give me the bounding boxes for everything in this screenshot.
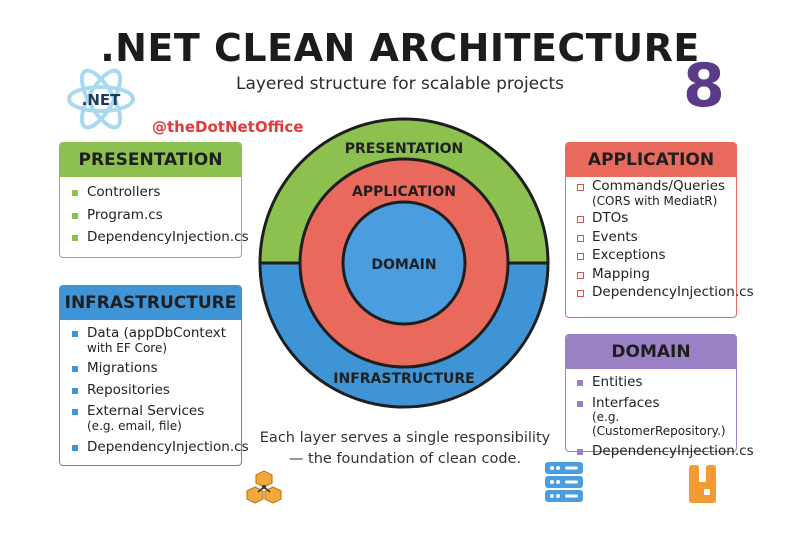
rabbitmq-icon bbox=[689, 465, 716, 503]
domain-list: Entities Interfaces(e.g.(CustomerReposit… bbox=[566, 369, 754, 460]
bullet-icon bbox=[72, 235, 78, 242]
bullet-icon bbox=[72, 444, 78, 451]
list-item: External Services(e.g. email, file) bbox=[72, 404, 241, 433]
server-stack-icon bbox=[545, 462, 583, 502]
list-item: Mapping bbox=[577, 266, 736, 283]
author-handle: @theDotNetOffice bbox=[152, 118, 304, 136]
list-item: Interfaces(e.g.(CustomerRepository.) bbox=[577, 395, 736, 439]
bullet-icon bbox=[72, 366, 78, 373]
application-card: APPLICATION Commands/Queries(CORS with M… bbox=[565, 142, 754, 318]
list-item: Program.cs bbox=[72, 207, 241, 224]
list-item: DependencyInjection.cs bbox=[577, 443, 754, 460]
list-item: Commands/Queries(CORS with MediatR) bbox=[577, 178, 736, 208]
list-item: DependencyInjection.cs bbox=[577, 285, 754, 301]
list-item: Controllers bbox=[72, 184, 241, 201]
list-item: Exceptions bbox=[577, 248, 736, 264]
checkbox-bullet-icon bbox=[577, 216, 584, 224]
bullet-icon bbox=[577, 448, 583, 455]
domain-card-title: DOMAIN bbox=[566, 335, 736, 369]
page-subtitle: Layered structure for scalable projects bbox=[235, 74, 564, 94]
page-title: .NET CLEAN ARCHITECTURE bbox=[100, 26, 700, 70]
domain-card: DOMAIN Entities Interfaces(e.g.(Customer… bbox=[565, 334, 754, 458]
caption: Each layer serves a single responsibilit… bbox=[240, 428, 570, 470]
checkbox-bullet-icon bbox=[577, 234, 584, 242]
list-item: Migrations bbox=[72, 361, 241, 377]
list-item: DependencyInjection.cs bbox=[72, 439, 249, 456]
list-item: Events bbox=[577, 229, 736, 246]
bullet-icon bbox=[72, 409, 78, 416]
checkbox-bullet-icon bbox=[577, 290, 584, 298]
domain-core bbox=[341, 200, 467, 326]
infrastructure-card-title: INFRASTRUCTURE bbox=[60, 286, 241, 320]
bullet-icon bbox=[72, 212, 78, 219]
list-item: Repositories bbox=[72, 382, 241, 399]
application-list: Commands/Queries(CORS with MediatR) DTOs… bbox=[566, 177, 754, 301]
dotnet-logo-text: .NET bbox=[82, 91, 121, 109]
checkbox-bullet-icon bbox=[577, 271, 584, 279]
list-item: DependencyInjection.cs bbox=[72, 229, 249, 246]
bullet-icon bbox=[577, 380, 583, 386]
checkbox-bullet-icon bbox=[577, 184, 584, 191]
application-card-title: APPLICATION bbox=[566, 143, 736, 177]
bullet-icon bbox=[577, 400, 583, 407]
presentation-list: Controllers Program.cs DependencyInjecti… bbox=[60, 177, 249, 246]
bullet-icon bbox=[72, 387, 78, 394]
presentation-ring-label: PRESENTATION bbox=[345, 141, 464, 157]
architecture-diagram: PRESENTATION APPLICATION DOMAIN INFRASTR… bbox=[258, 117, 550, 409]
caption-line-2: — the foundation of clean code. bbox=[288, 451, 522, 468]
presentation-card-title: PRESENTATION bbox=[60, 143, 241, 177]
caption-line-1: Each layer serves a single responsibilit… bbox=[259, 430, 551, 446]
bullet-icon bbox=[72, 190, 78, 196]
cubes-icon bbox=[246, 470, 282, 504]
bullet-icon bbox=[72, 331, 78, 337]
checkbox-bullet-icon bbox=[577, 253, 584, 261]
dotnet-logo-icon: .NET bbox=[67, 68, 135, 130]
list-item: DTOs bbox=[577, 211, 736, 227]
application-ring-label: APPLICATION bbox=[352, 184, 456, 200]
presentation-card: PRESENTATION Controllers Program.cs Depe… bbox=[59, 142, 249, 258]
domain-core-label: DOMAIN bbox=[371, 257, 436, 273]
version-badge: 8 bbox=[683, 51, 725, 121]
list-item: Entities bbox=[577, 374, 736, 391]
infrastructure-ring-label: INFRASTRUCTURE bbox=[333, 371, 474, 387]
